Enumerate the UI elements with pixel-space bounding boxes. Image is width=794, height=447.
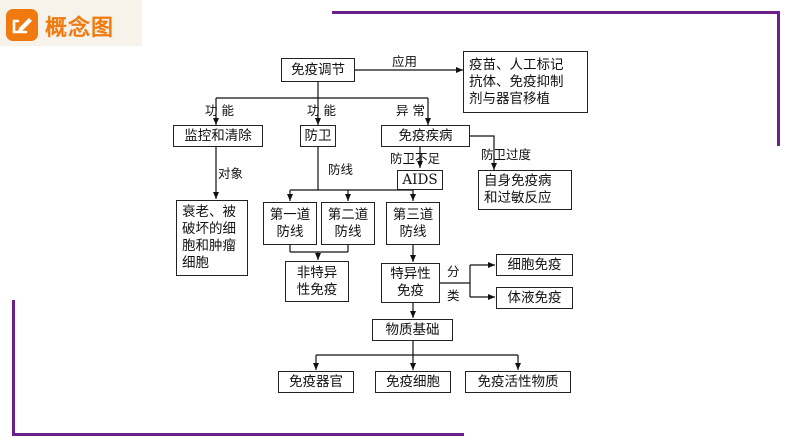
label-defense-insufficient: 防卫不足 [390,151,441,166]
label-defense-line: 防线 [328,162,354,177]
label-target: 对象 [218,166,244,181]
box-targets: 衰老、被 破坏的细 胞和肿瘤 细胞 [176,200,248,276]
label-function-1: 功 能 [205,103,234,118]
box-immune-regulation: 免疫调节 [281,58,355,82]
frame-top-line [332,11,780,14]
header: 概念图 [0,0,142,46]
box-cellular-immunity: 细胞免疫 [496,254,573,276]
box-immune-disease: 免疫疾病 [381,125,470,147]
box-material-basis: 物质基础 [372,319,453,341]
box-specific: 特异性 免疫 [381,263,440,303]
header-title: 概念图 [45,16,115,41]
box-second-line: 第二道 防线 [321,202,375,245]
box-monitor-clear: 监控和清除 [173,125,263,147]
box-immune-cell: 免疫细胞 [375,371,451,393]
label-apply: 应用 [392,54,418,69]
label-function-2: 功 能 [307,103,336,118]
box-defense: 防卫 [300,125,336,147]
label-defense-excess: 防卫过度 [481,147,532,162]
box-immune-organ: 免疫器官 [278,371,354,393]
box-aids: AIDS [397,170,443,190]
frame-left-line [12,300,15,436]
label-abnormal: 异 常 [396,103,425,118]
box-nonspecific: 非特异 性免疫 [285,261,349,302]
box-autoimmune: 自身免疫病 和过敏反应 [478,170,572,210]
box-immune-active-substance: 免疫活性物质 [465,371,571,393]
box-humoral-immunity: 体液免疫 [496,287,573,309]
pencil-icon [6,9,38,41]
frame-bottom-line [12,433,464,436]
box-application: 疫苗、人工标记 抗体、免疫抑制 剂与器官移植 [463,51,588,113]
label-classify: 分 类 [447,264,460,303]
box-first-line: 第一道 防线 [263,202,317,245]
box-third-line: 第三道 防线 [386,202,440,245]
frame-right-line [777,11,780,146]
